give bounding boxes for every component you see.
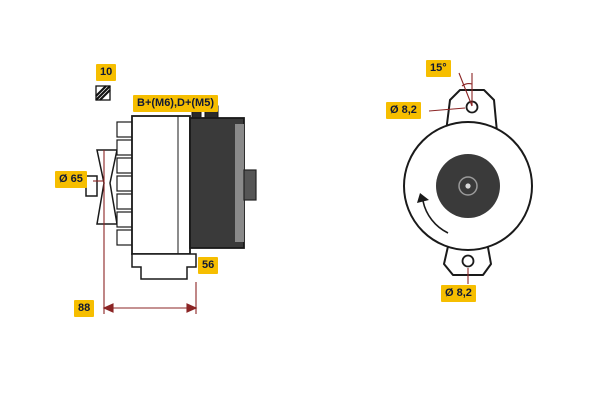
bottom-ear-hole <box>461 254 475 268</box>
mounting-foot <box>131 253 197 280</box>
label-length: 88 <box>74 300 95 317</box>
stator-body <box>131 115 191 255</box>
side-view <box>85 105 257 280</box>
arrowhead-right <box>186 303 198 313</box>
shaft-center <box>465 183 471 189</box>
label-terminals: B+(M6),D+(M5) <box>133 95 219 112</box>
pulley <box>96 149 118 225</box>
angle-arc <box>461 83 473 87</box>
leader-top-hole <box>428 107 466 112</box>
label-hole-top: Ø 8,2 <box>386 102 421 119</box>
rear-connector <box>243 169 257 201</box>
rotation-arrow-icon <box>417 193 449 234</box>
label-ear-angle: 15° <box>426 60 451 77</box>
label-pulley-diameter: Ø 65 <box>55 171 87 188</box>
front-view <box>403 72 533 284</box>
label-depth: 56 <box>198 257 219 274</box>
hatch-icon <box>95 85 111 101</box>
label-keyway: 10 <box>96 64 117 81</box>
shaft-ring <box>458 176 478 196</box>
shaft-nut <box>85 175 98 197</box>
angle-line-tilted <box>458 72 473 107</box>
front-dimensions <box>428 72 473 284</box>
label-hole-bottom: Ø 8,2 <box>441 285 476 302</box>
side-dimensions <box>93 150 198 314</box>
rear-housing-band <box>235 124 244 242</box>
fan-fins <box>116 121 133 246</box>
arrowhead-left <box>102 303 114 313</box>
